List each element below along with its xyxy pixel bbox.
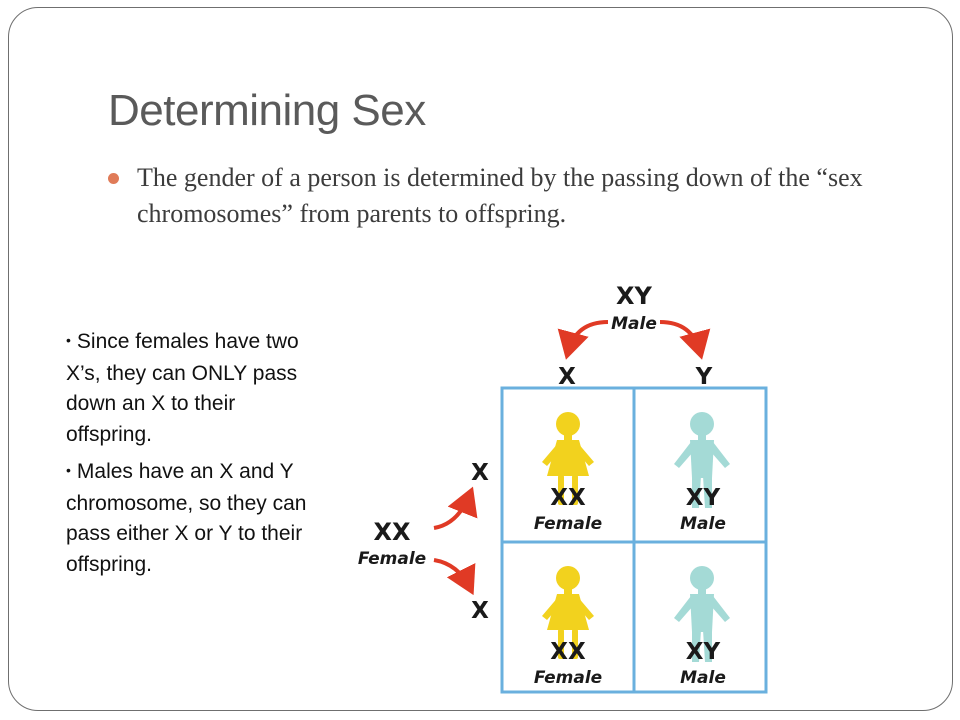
- punnett-square-diagram: XY Male X Y XX Female X X XX Female XY M…: [358, 282, 768, 694]
- side-note-bullet: •: [66, 462, 71, 478]
- cell-genotype: XX: [550, 485, 586, 511]
- cell-genotype: XY: [686, 639, 721, 665]
- mother-allele-x: X: [471, 598, 489, 624]
- side-note: •Since females have two X’s, they can ON…: [66, 327, 316, 450]
- arrow-right-icon: [659, 320, 711, 360]
- slide-frame: [8, 7, 953, 711]
- slide-title: Determining Sex: [108, 86, 426, 135]
- mother-sex-label: Female: [358, 549, 426, 569]
- bullet-dot-icon: [108, 173, 119, 184]
- father-sex-label: Male: [611, 314, 657, 334]
- arrow-down-icon: [433, 558, 476, 596]
- side-note: •Males have an X and Y chromosome, so th…: [66, 457, 316, 580]
- mother-genotype: XX: [373, 518, 411, 546]
- father-allele-y: Y: [695, 364, 713, 390]
- cell-sex-label: Female: [534, 668, 602, 688]
- side-note-bullet: •: [66, 332, 71, 348]
- mother-allele-x: X: [471, 460, 489, 486]
- cell-sex-label: Male: [680, 514, 726, 534]
- arrow-left-icon: [557, 320, 609, 360]
- side-notes: •Since females have two X’s, they can ON…: [66, 327, 316, 587]
- arrow-up-icon: [433, 486, 478, 530]
- father-genotype: XY: [616, 282, 653, 310]
- cell-sex-label: Female: [534, 514, 602, 534]
- cell-genotype: XX: [550, 639, 586, 665]
- main-bullet-text: The gender of a person is determined by …: [137, 163, 863, 228]
- father-allele-x: X: [558, 364, 576, 390]
- side-note-text: Since females have two X’s, they can ONL…: [66, 330, 299, 446]
- cell-sex-label: Male: [680, 668, 726, 688]
- side-note-text: Males have an X and Y chromosome, so the…: [66, 460, 307, 576]
- cell-genotype: XY: [686, 485, 721, 511]
